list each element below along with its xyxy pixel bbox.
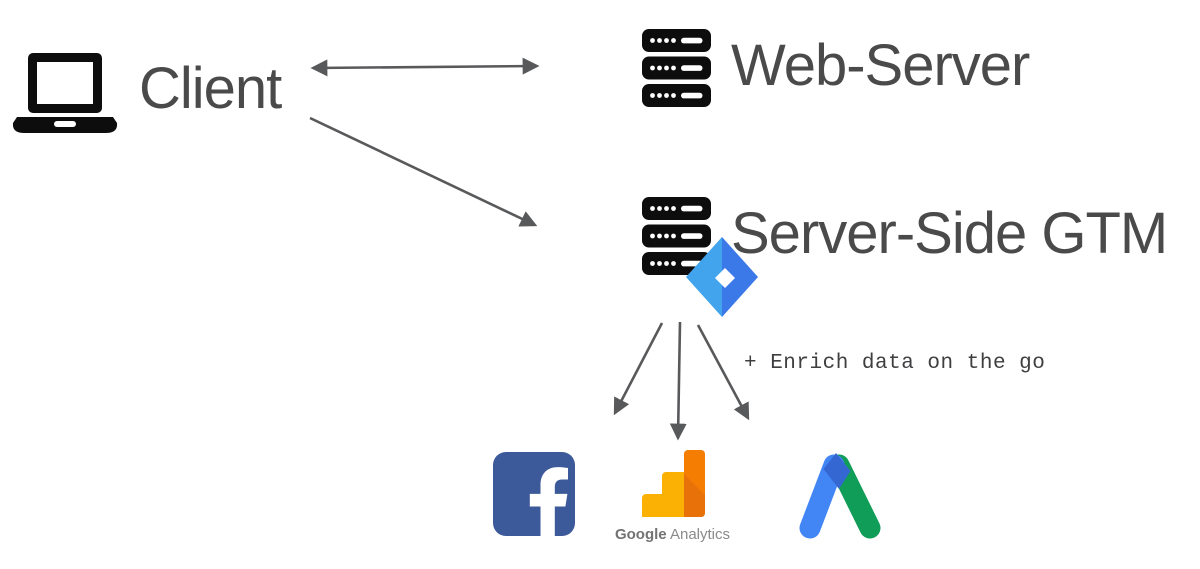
google-analytics-icon — [642, 450, 705, 517]
arrow-client-sgtm — [309, 116, 538, 227]
ga-caption-brand: Google — [614, 526, 667, 543]
gtm-diamond-icon — [686, 237, 758, 317]
arrow-sgtm-ads — [696, 324, 750, 421]
google-ads-icon — [799, 453, 881, 539]
facebook-icon — [493, 452, 575, 536]
client-label: Client — [139, 56, 282, 121]
laptop-icon — [12, 53, 118, 133]
server-icon — [642, 29, 711, 107]
arrow-sgtm-facebook — [613, 322, 664, 416]
enrich-annotation: + Enrich data on the go — [744, 352, 1046, 375]
webserver-label: Web-Server — [731, 33, 1030, 98]
ga-caption-product: Analytics — [669, 526, 731, 543]
ga-caption: Google Analytics — [600, 527, 745, 542]
sgtm-label: Server-Side GTM — [731, 201, 1168, 266]
arrow-client-webserver — [310, 57, 540, 77]
arrow-sgtm-analytics — [669, 321, 687, 441]
